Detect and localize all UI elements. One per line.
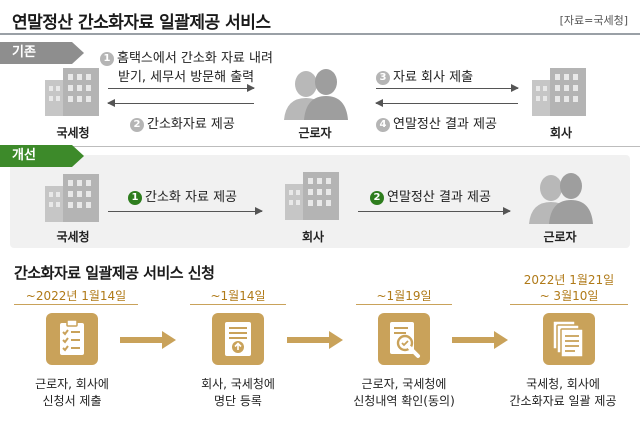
- actor-nts: 국세청: [56, 126, 90, 140]
- people-icon: [282, 68, 348, 124]
- step-number: 2: [130, 118, 144, 132]
- stage-date: ~2022년 1월14일: [25, 289, 127, 303]
- stage-date: ~1월19일: [376, 289, 432, 303]
- step-text: 연말정산 결과 제공: [387, 190, 491, 205]
- actor-company: 회사: [549, 126, 573, 140]
- page-title: 연말정산 간소화자료 일괄제공 서비스: [12, 13, 271, 33]
- stage-caption-line2: 간소화자료 일괄 제공: [509, 394, 617, 408]
- date-underline: [356, 304, 452, 305]
- arrow-right: [358, 207, 511, 215]
- stage-caption-line1: 근로자, 회사에: [35, 377, 109, 391]
- stage-date: 2022년 1월21일: [523, 273, 615, 287]
- step-number: 2: [370, 191, 384, 205]
- tag-existing: 기존: [0, 42, 84, 64]
- gold-arrow-icon: [287, 330, 343, 354]
- stage-caption-line1: 국세청, 회사에: [526, 377, 600, 391]
- stage-caption-line1: 근로자, 국세청에: [361, 377, 447, 391]
- clipboard-checklist-icon: [46, 313, 98, 365]
- stage-date-end: ~ 3월10일: [539, 289, 599, 303]
- gold-arrow-icon: [452, 330, 508, 354]
- people-icon: [527, 172, 593, 228]
- building-icon: [45, 172, 101, 226]
- document-upload-icon: [212, 313, 264, 365]
- building-icon: [532, 66, 588, 120]
- step-number: 4: [376, 118, 390, 132]
- stage-caption-line2: 신청서 제출: [42, 394, 102, 408]
- step-text: 홈택스에서 간소화 자료 내려: [117, 51, 273, 66]
- section-divider: [0, 146, 640, 147]
- document-search-icon: [378, 313, 430, 365]
- step-number: 1: [128, 191, 142, 205]
- application-title: 간소화자료 일괄제공 서비스 신청: [14, 264, 215, 282]
- header-divider: [0, 33, 640, 35]
- stage-caption-line2: 신청내역 확인(동의): [353, 394, 455, 408]
- stage-caption: 근로자, 회사에 신청서 제출: [4, 376, 140, 410]
- document-stack-icon: [543, 313, 595, 365]
- arrow-left: [375, 99, 518, 107]
- stage-caption: 근로자, 국세청에 신청내역 확인(동의): [334, 376, 474, 410]
- step-text: 자료 회사 제출: [393, 70, 474, 85]
- step-text: 간소화 자료 제공: [145, 190, 237, 205]
- actor-worker: 근로자: [298, 126, 332, 140]
- building-icon: [285, 170, 341, 224]
- actor-worker: 근로자: [543, 230, 577, 244]
- step-text: 간소화자료 제공: [147, 117, 235, 132]
- stage-caption: 회사, 국세청에 명단 등록: [172, 376, 304, 410]
- stage-caption: 국세청, 회사에 간소화자료 일괄 제공: [490, 376, 636, 410]
- step-number: 3: [376, 71, 390, 85]
- stage-date: ~1월14일: [210, 289, 266, 303]
- actor-nts: 국세청: [56, 230, 90, 244]
- date-underline: [190, 304, 286, 305]
- source-note: [자료=국세청]: [559, 14, 628, 27]
- building-icon: [45, 66, 101, 120]
- step-text: 연말정산 결과 제공: [393, 117, 497, 132]
- date-underline: [14, 304, 138, 305]
- gold-arrow-icon: [120, 330, 176, 354]
- step-number: 1: [100, 52, 114, 66]
- existing-step-1-line2: 받기, 세무서 방문해 출력: [118, 70, 255, 85]
- actor-company: 회사: [301, 230, 325, 244]
- arrow-right: [108, 84, 255, 92]
- arrow-right: [108, 207, 263, 215]
- tag-improved: 개선: [0, 145, 84, 167]
- stage-caption-line2: 명단 등록: [214, 394, 262, 408]
- stage-caption-line1: 회사, 국세청에: [201, 377, 275, 391]
- arrow-left: [107, 99, 254, 107]
- date-underline: [510, 304, 628, 305]
- arrow-right: [376, 84, 519, 92]
